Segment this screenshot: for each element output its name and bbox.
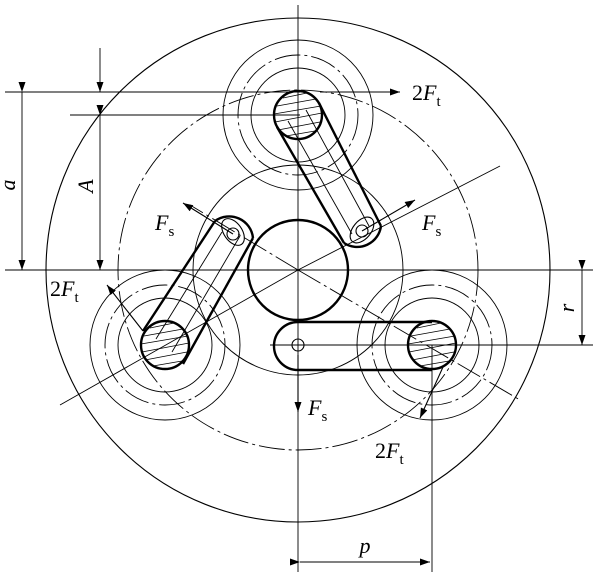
- central-shaft: [246, 218, 350, 322]
- fs-right-arrow: [361, 199, 416, 232]
- radial-line-right: [297, 165, 501, 271]
- top-link: [275, 102, 383, 249]
- dim-A-label: A: [73, 179, 98, 195]
- dimension-A: [70, 48, 300, 270]
- dim-p-label: p: [358, 533, 371, 558]
- left-link: [141, 215, 255, 365]
- dimension-a: [5, 82, 300, 270]
- dim-a-label: a: [0, 180, 20, 191]
- left-force-arrow: [106, 284, 144, 332]
- radial-line-upper-left: [189, 204, 299, 271]
- fs-right-label: Fs: [421, 210, 441, 240]
- fs-left-label: Fs: [154, 210, 174, 240]
- left-planet: [89, 269, 241, 421]
- dim-r-label: r: [554, 303, 579, 312]
- left-force-label: 2Ft: [50, 276, 79, 306]
- top-force-label: 2Ft: [412, 80, 441, 110]
- fs-bottom-label: Fs: [307, 395, 327, 425]
- bottom-force-label: 2Ft: [375, 438, 404, 468]
- bottom-force-arrow: [419, 366, 444, 419]
- dimension-r: [270, 260, 593, 346]
- fs-left-arrow: [182, 202, 234, 235]
- dimension-p: [290, 345, 433, 572]
